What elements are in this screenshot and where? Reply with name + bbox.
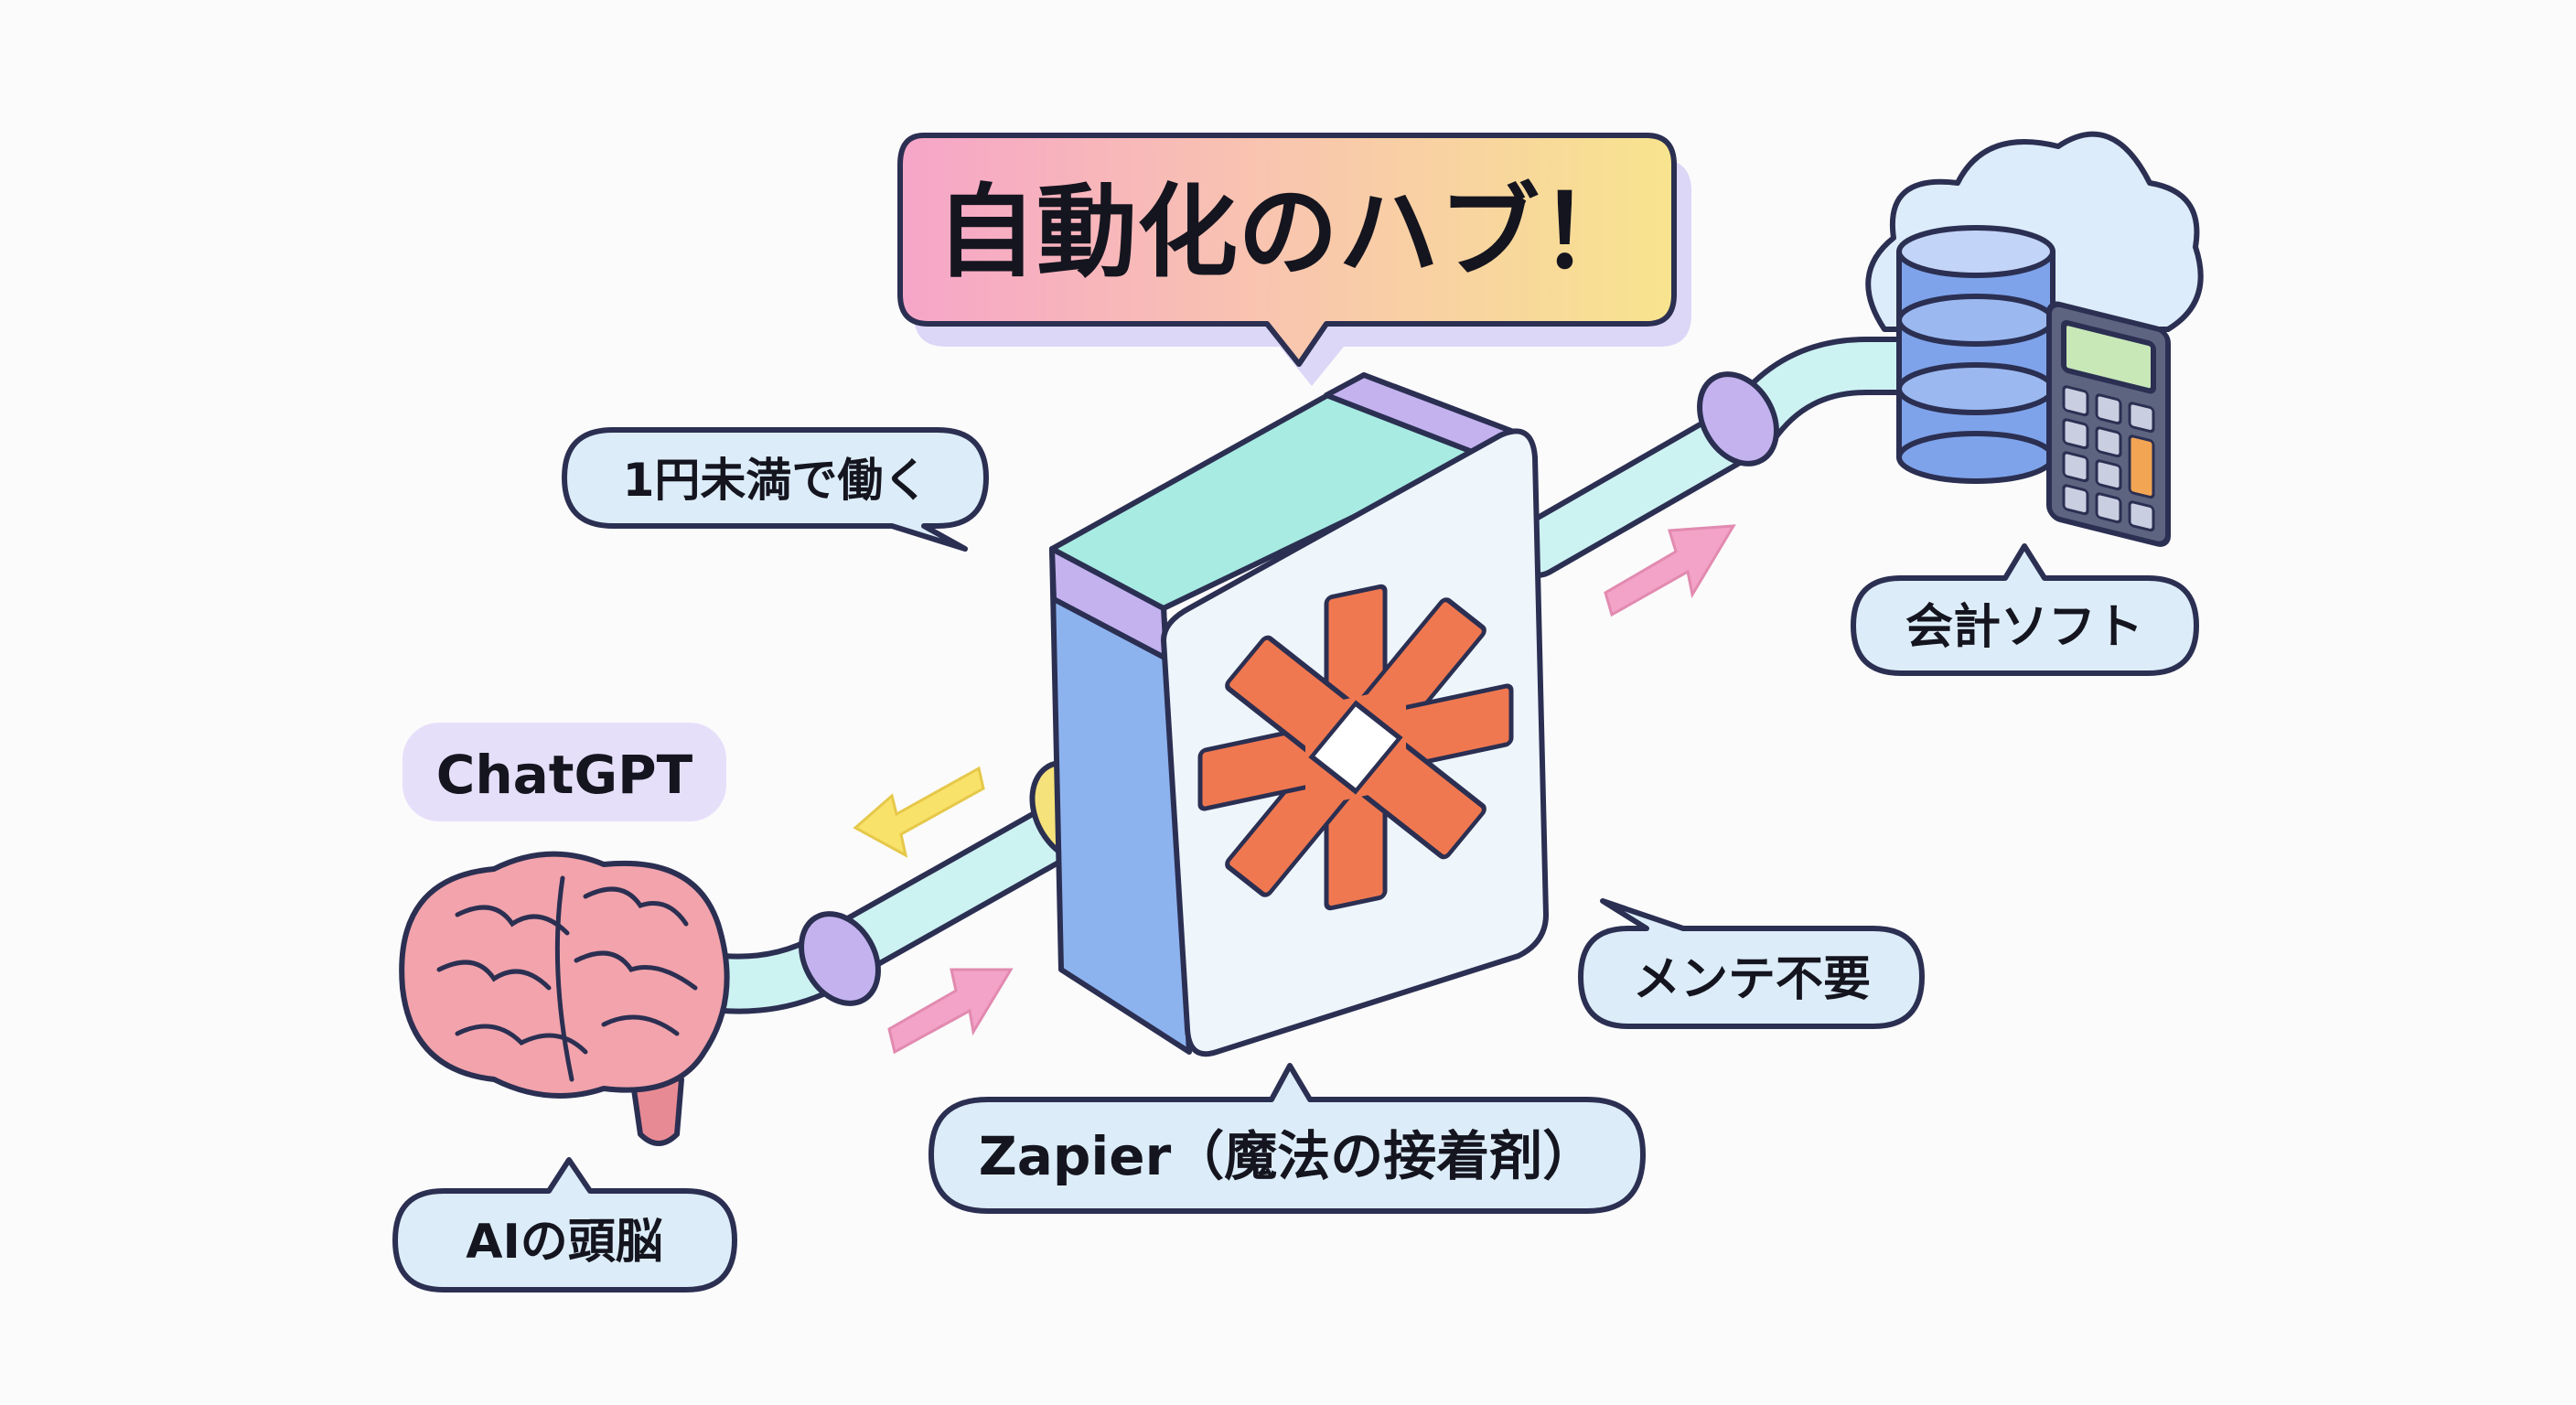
zapier-bubble: Zapier（魔法の接着剤） <box>928 1063 1646 1214</box>
zapier-label: Zapier（魔法の接着剤） <box>979 1125 1596 1187</box>
ai-brain-label: AIの頭脳 <box>466 1215 663 1270</box>
ai-brain-bubble: AIの頭脳 <box>392 1157 737 1292</box>
calculator-icon <box>2046 301 2171 547</box>
right-pipe <box>1508 337 1959 578</box>
title-bubble: 自動化のハブ！ <box>897 133 1691 386</box>
arrow-icon <box>853 524 1736 1055</box>
accounting-bubble: 会計ソフト <box>1851 543 2199 676</box>
maintenance-label: メンテ不要 <box>1633 952 1871 1007</box>
zapier-hub-box <box>1049 372 1549 1057</box>
database-icon <box>1896 225 2055 484</box>
maintenance-bubble: メンテ不要 <box>1578 898 1925 1029</box>
chatgpt-label: ChatGPT <box>436 744 693 806</box>
arrow-to-brain-icon <box>853 766 985 858</box>
cost-bubble: 1円未満で働く <box>562 427 989 552</box>
chatgpt-badge: ChatGPT <box>402 723 726 821</box>
cost-label: 1円未満で働く <box>623 454 929 507</box>
zapier-asterisk-icon <box>1197 584 1514 911</box>
arrow-to-accounting-icon <box>1604 524 1736 617</box>
accounting-label: 会計ソフト <box>1905 600 2143 655</box>
arrow-from-brain-icon <box>887 968 1014 1055</box>
brain-icon <box>399 851 730 1146</box>
page-title: 自動化のハブ！ <box>936 174 1640 291</box>
